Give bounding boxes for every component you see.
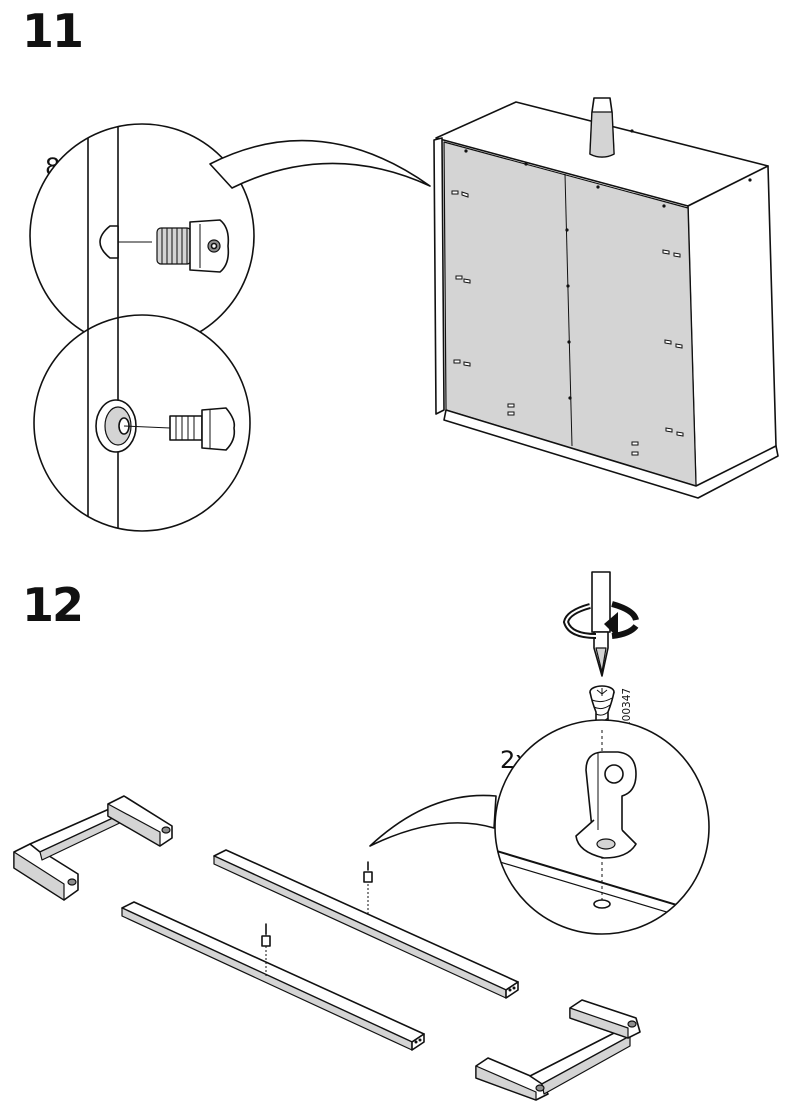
leg-frame-left-icon	[13, 795, 173, 901]
bracket-102553-icon	[575, 751, 637, 859]
long-rail-back-icon	[213, 849, 519, 999]
cabinet-back-view-icon	[433, 97, 779, 499]
leg-frame-right-icon	[475, 999, 641, 1101]
clockwise-rotation-arrow-icon	[562, 601, 639, 639]
callout-leader	[209, 139, 431, 189]
cam-lock-139456-icon	[156, 219, 230, 273]
screwdriver-icon	[591, 571, 611, 677]
step-11-number: 11	[22, 4, 84, 58]
long-rail-front-icon	[121, 901, 425, 1051]
step-12-number: 12	[22, 578, 84, 632]
connector-139457-icon	[169, 407, 236, 451]
callout-leader-12	[369, 794, 497, 847]
detail-circle-connector	[33, 314, 251, 532]
detail-circle-bracket	[494, 719, 710, 935]
